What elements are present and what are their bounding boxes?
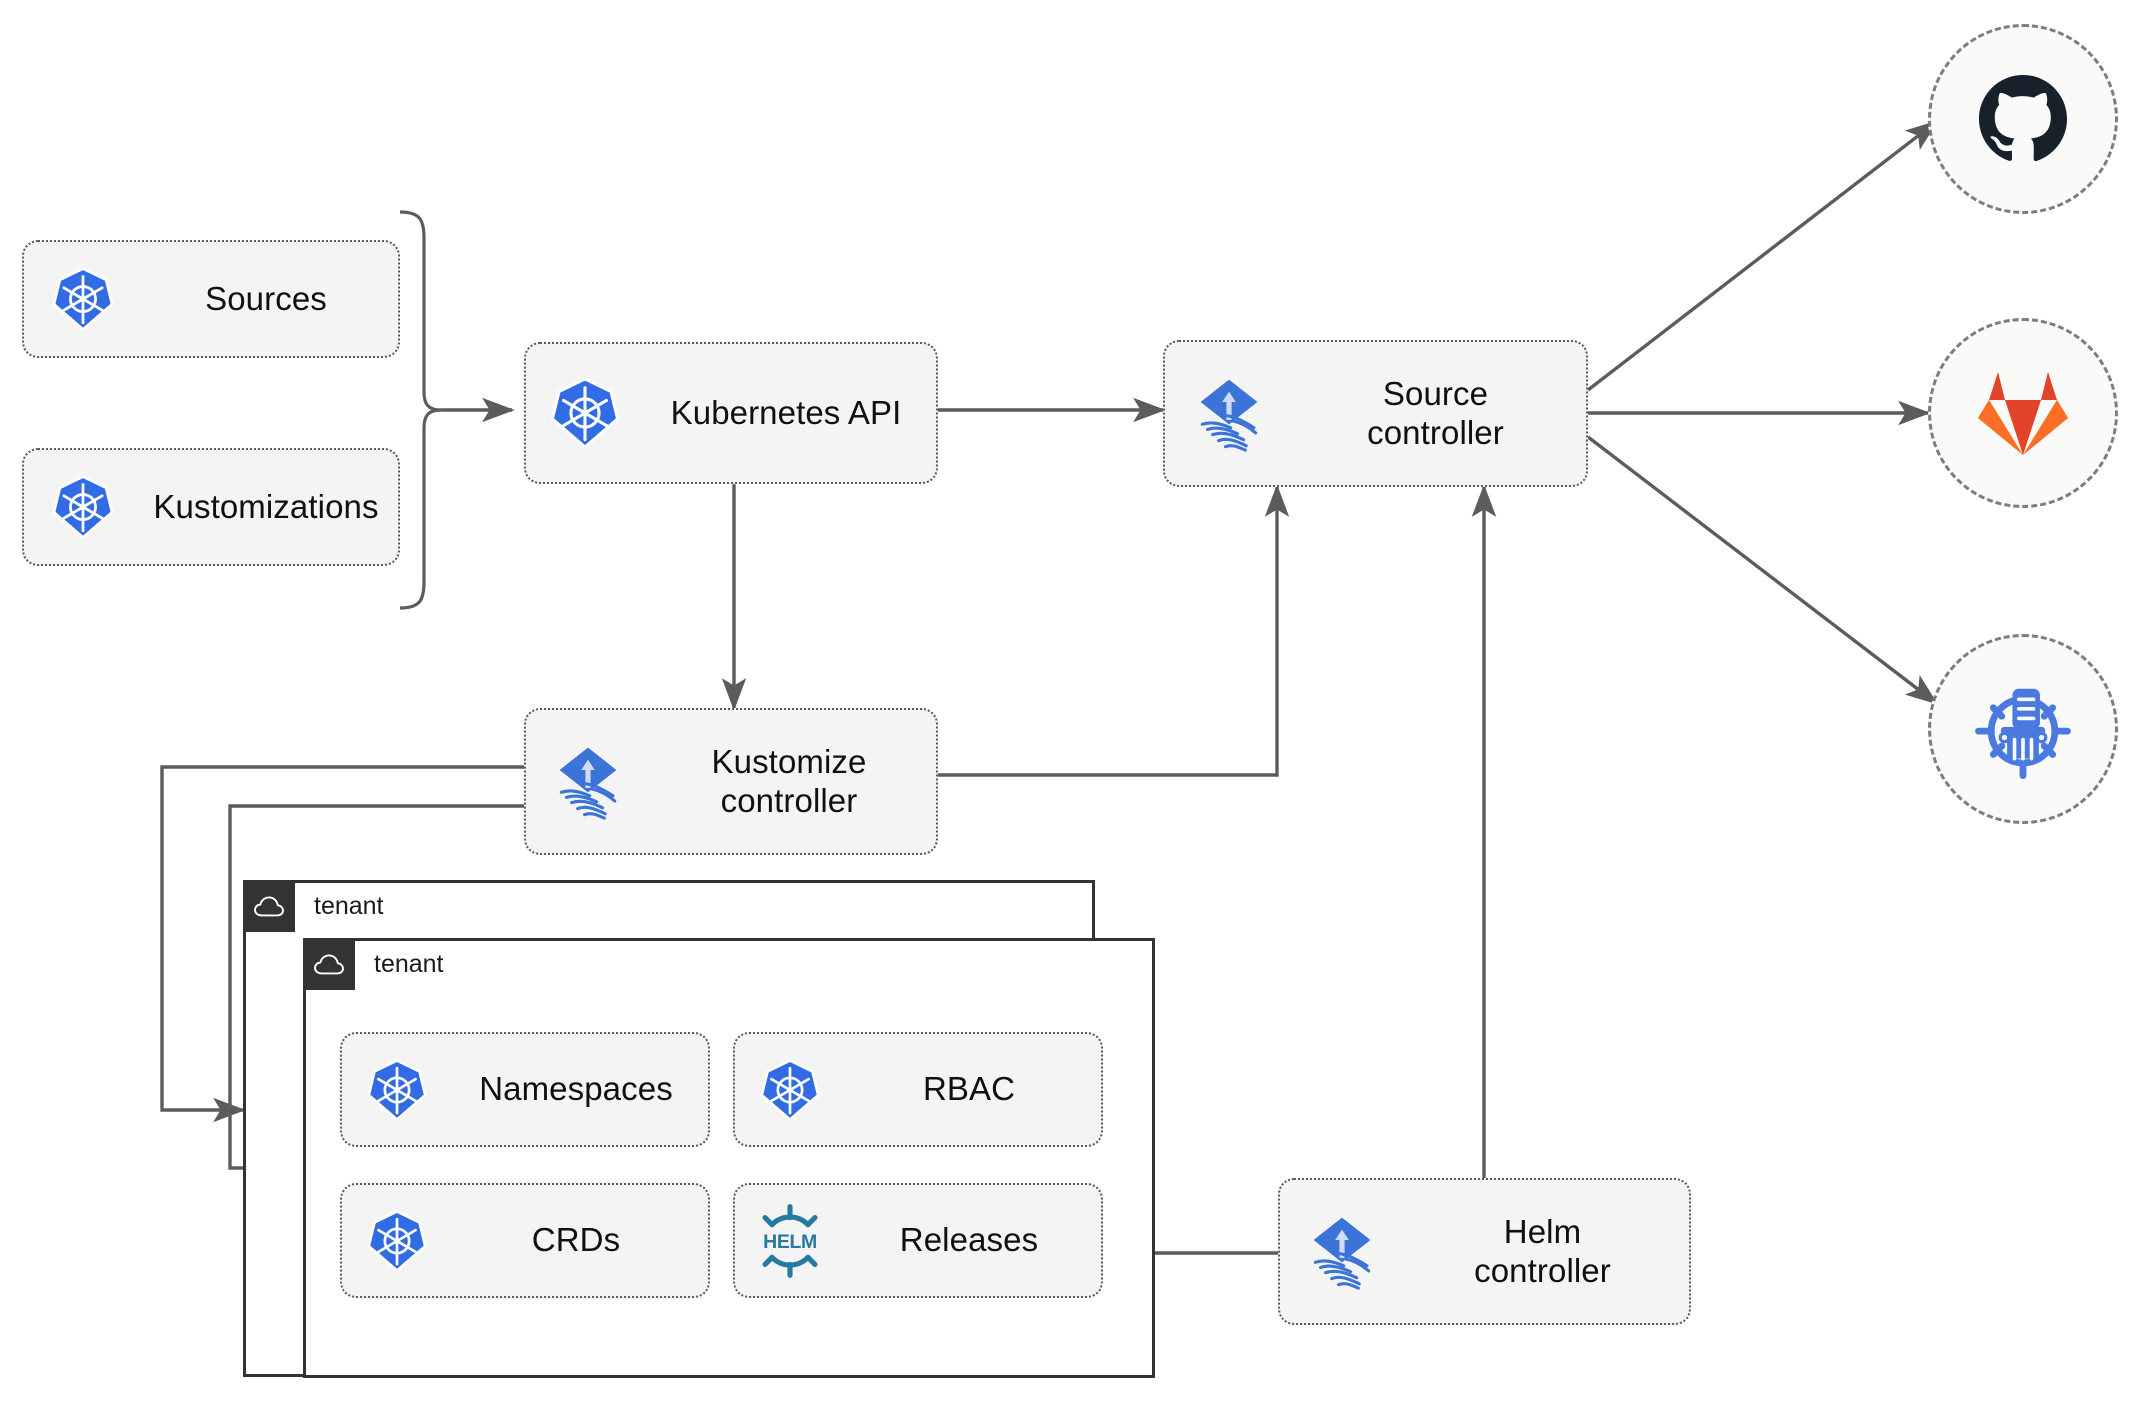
tenant-front-header: tenant xyxy=(303,938,444,990)
node-sources-label: Sources xyxy=(205,279,327,317)
helm-repository-icon xyxy=(1975,688,2071,780)
github-icon xyxy=(1979,75,2067,162)
kubernetes-icon xyxy=(24,266,142,332)
kubernetes-icon xyxy=(735,1058,845,1122)
node-namespaces-label: Namespaces xyxy=(479,1070,673,1108)
kubernetes-icon xyxy=(342,1209,452,1273)
gitlab-icon xyxy=(1978,372,2068,455)
node-crds[interactable]: CRDs xyxy=(340,1183,710,1298)
node-namespaces[interactable]: Namespaces xyxy=(340,1032,710,1147)
endpoint-bucket[interactable] xyxy=(1928,634,2118,824)
node-kubernetes-api-label: Kubernetes API xyxy=(670,393,902,431)
node-rbac[interactable]: RBAC xyxy=(733,1032,1103,1147)
node-helm-controller[interactable]: Helm controller xyxy=(1278,1178,1691,1325)
node-kubernetes-api[interactable]: Kubernetes API xyxy=(524,342,938,484)
node-source-controller[interactable]: Source controller xyxy=(1163,340,1588,487)
source-group-bracket xyxy=(399,210,442,610)
node-source-controller-label: Source controller xyxy=(1367,374,1504,451)
node-sources[interactable]: Sources xyxy=(22,240,400,358)
flux-icon xyxy=(1280,1209,1404,1295)
node-kustomizations-label: Kustomizations xyxy=(153,487,379,525)
node-kustomizations[interactable]: Kustomizations xyxy=(22,448,400,566)
kubernetes-icon xyxy=(526,376,644,450)
node-kustomize-controller-label: Kustomize controller xyxy=(711,742,867,819)
kubernetes-icon xyxy=(24,474,142,540)
tenant-back-title: tenant xyxy=(314,891,384,920)
node-crds-label: CRDs xyxy=(531,1221,621,1259)
kubernetes-icon xyxy=(342,1058,452,1122)
edge-source-to-bucket xyxy=(1586,435,1939,705)
svg-text:HELM: HELM xyxy=(763,1231,817,1253)
helm-icon: HELM xyxy=(735,1202,845,1280)
node-rbac-label: RBAC xyxy=(922,1070,1016,1108)
tenant-back-header: tenant xyxy=(243,880,384,932)
cloud-icon xyxy=(303,938,355,990)
edge-kustomize-to-source-controller xyxy=(938,484,1290,777)
endpoint-gitlab[interactable] xyxy=(1928,318,2118,508)
edge-source-to-github xyxy=(1586,120,1939,392)
tenant-container-front[interactable]: tenant xyxy=(303,938,1155,1378)
cloud-icon xyxy=(243,880,295,932)
node-releases[interactable]: HELM Releases xyxy=(733,1183,1103,1298)
node-kustomize-controller[interactable]: Kustomize controller xyxy=(524,708,938,855)
tenant-front-title: tenant xyxy=(374,949,444,978)
endpoint-github[interactable] xyxy=(1928,24,2118,214)
flux-icon xyxy=(526,739,650,825)
flux-icon xyxy=(1165,371,1293,457)
node-helm-controller-label: Helm controller xyxy=(1474,1212,1611,1289)
node-releases-label: Releases xyxy=(899,1221,1039,1259)
